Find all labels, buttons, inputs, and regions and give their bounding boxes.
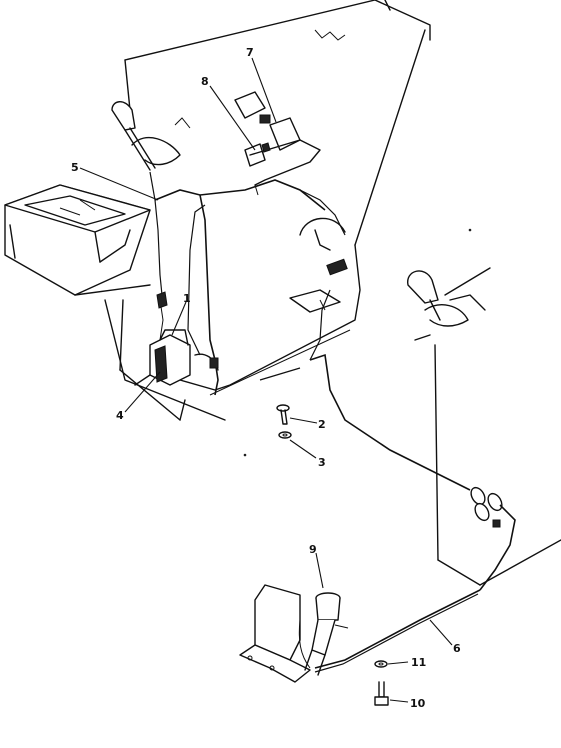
leader-6 [429, 619, 453, 646]
callout-3: 3 [318, 456, 326, 469]
leader-1 [171, 301, 187, 336]
leader-10 [389, 699, 409, 703]
right-lever [407, 267, 491, 327]
callout-1: 1 [183, 292, 191, 305]
bolt-washer-mid [276, 404, 292, 439]
switch-9 [298, 592, 349, 676]
callout-5: 5 [71, 161, 79, 174]
callout-2: 2 [318, 418, 326, 431]
tool-box [4, 184, 151, 296]
horn-assembly [134, 291, 219, 386]
leader-3 [289, 439, 317, 459]
callout-11: 11 [411, 656, 426, 669]
callout-7: 7 [246, 46, 254, 59]
left-lever [111, 101, 191, 296]
stray-marks [243, 228, 472, 457]
leader-8 [209, 85, 256, 151]
callout-numbers: 1 2 3 4 5 6 7 8 9 10 11 [71, 46, 461, 710]
callout-6: 6 [453, 642, 461, 655]
main-frame [104, 0, 431, 421]
leader-2 [289, 417, 318, 424]
right-connector [289, 217, 348, 313]
leader-9 [315, 552, 324, 589]
leader-lines [79, 57, 453, 703]
leader-5 [79, 167, 159, 201]
callout-4: 4 [116, 409, 124, 422]
callout-10: 10 [410, 697, 426, 710]
bolt-washer-lower [374, 660, 389, 706]
harness-6 [314, 589, 481, 673]
harness-connector-right [470, 486, 516, 591]
right-frame [414, 334, 561, 586]
leader-7 [251, 57, 277, 123]
relay-assembly [234, 29, 346, 196]
leader-11 [387, 661, 409, 665]
wire-harness [154, 179, 471, 491]
lower-bracket [239, 584, 311, 683]
leader-4 [124, 371, 161, 413]
callout-8: 8 [201, 75, 209, 88]
callout-9: 9 [309, 543, 317, 556]
